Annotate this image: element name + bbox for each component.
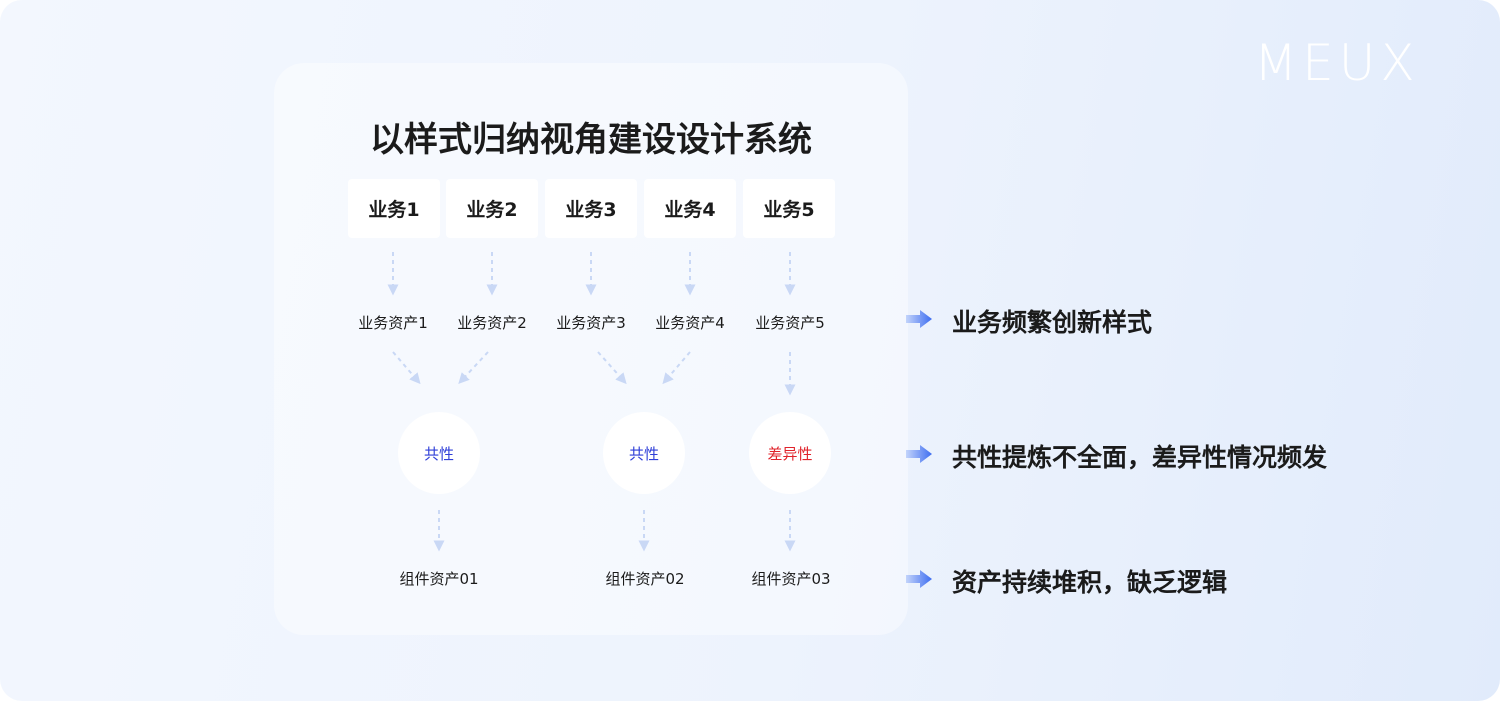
business-asset-4: 业务资产4 xyxy=(655,314,725,332)
chevron-right-icon xyxy=(906,445,932,463)
business-box-2: 业务2 xyxy=(446,179,538,238)
business-box-5: 业务5 xyxy=(743,179,835,238)
conclusion-1: 业务频繁创新样式 xyxy=(952,308,1153,337)
common-node-2-label: 共性 xyxy=(628,444,659,463)
difference-node-label: 差异性 xyxy=(767,444,813,463)
chevron-right-icon xyxy=(906,570,932,588)
conclusion-2: 共性提炼不全面，差异性情况频发 xyxy=(952,443,1328,472)
arrow-asset1-common1 xyxy=(392,351,421,385)
common-node-1: 共性 xyxy=(398,412,480,494)
common-node-1-label: 共性 xyxy=(423,444,454,463)
conclusion-3: 资产持续堆积，缺乏逻辑 xyxy=(952,568,1228,597)
arrow-asset4-common2 xyxy=(662,351,691,385)
component-asset-1: 组件资产01 xyxy=(399,570,479,588)
arrow-asset3-common2 xyxy=(597,351,627,385)
business-asset-1: 业务资产1 xyxy=(358,314,428,332)
business-asset-5: 业务资产5 xyxy=(755,314,825,332)
business-asset-3: 业务资产3 xyxy=(556,314,626,332)
diagram-panel xyxy=(274,63,908,635)
business-asset-2: 业务资产2 xyxy=(457,314,527,332)
chevron-right-icon xyxy=(906,310,932,328)
meux-logo: MEUX xyxy=(1254,34,1420,92)
difference-node: 差异性 xyxy=(749,412,831,494)
business-box-4: 业务4 xyxy=(644,179,736,238)
component-asset-2: 组件资产02 xyxy=(605,570,685,588)
component-asset-3: 组件资产03 xyxy=(751,570,831,588)
common-node-2: 共性 xyxy=(603,412,685,494)
business-box-3: 业务3 xyxy=(545,179,637,238)
business-box-1: 业务1 xyxy=(348,179,440,238)
diagram-title: 以样式归纳视角建设设计系统 xyxy=(370,120,812,160)
arrow-asset2-common1 xyxy=(458,351,489,385)
